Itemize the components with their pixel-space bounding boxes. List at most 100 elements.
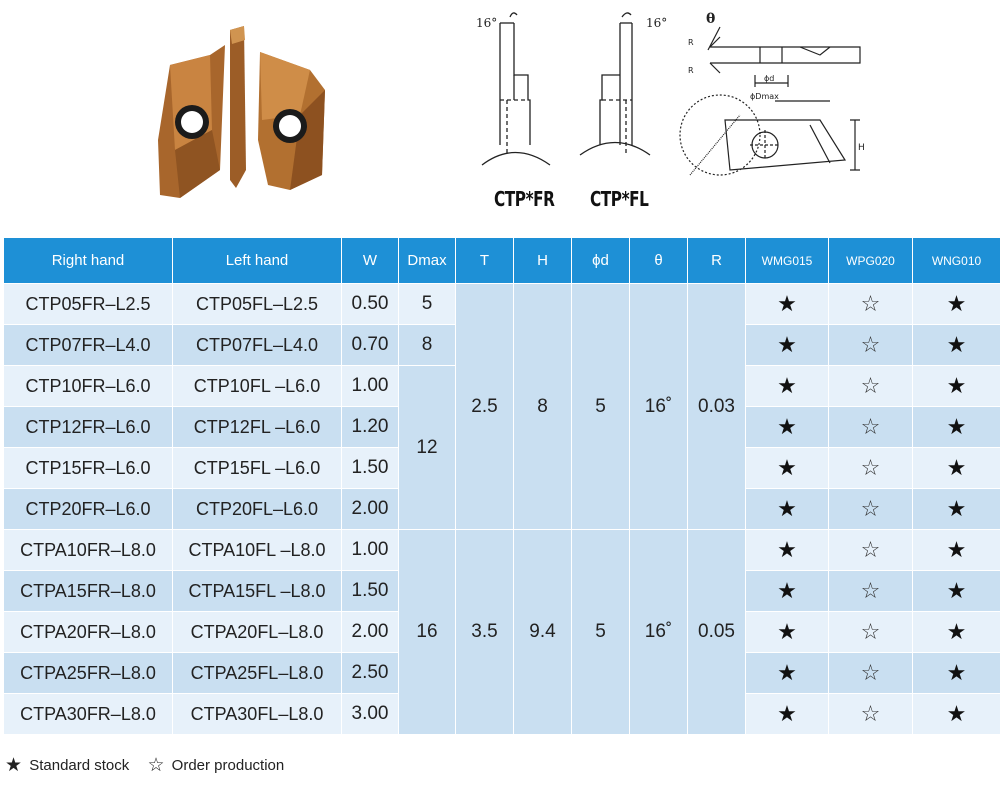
wmg015-stock-cell: ★: [745, 283, 829, 325]
solid-star-icon: ★: [5, 755, 23, 776]
header-left-hand: Left hand: [172, 237, 342, 284]
header-wng010: WNG010: [912, 237, 1001, 284]
phid-cell-group2: 5: [571, 529, 630, 735]
right-hand-cell: CTPA10FR–L8.0: [3, 529, 173, 571]
wng010-stock-cell: ★: [912, 447, 1001, 489]
header-w: W: [341, 237, 399, 284]
left-hand-cell: CTPA20FL–L8.0: [172, 611, 342, 653]
header-wmg015: WMG015: [745, 237, 829, 284]
header-r: R: [687, 237, 746, 284]
h-label: H: [858, 143, 865, 153]
left-hand-cell: CTP12FL –L6.0: [172, 406, 342, 448]
header-phid: ϕd: [571, 237, 630, 284]
caption-left-hand: CTP*FL: [590, 187, 649, 211]
left-hand-cell: CTP10FL –L6.0: [172, 365, 342, 407]
table-row: CTP20FR–L6.0 CTP20FL–L6.0 2.00 ★ ☆ ★: [3, 488, 1001, 530]
header-right-hand: Right hand: [3, 237, 173, 284]
r-cell-group1: 0.03: [687, 283, 746, 530]
side-profile-drawing: 16° 16°: [476, 12, 667, 166]
table-row: CTPA25FR–L8.0 CTPA25FL–L8.0 2.50 ★ ☆ ★: [3, 652, 1001, 694]
t-cell-group2: 3.5: [455, 529, 514, 735]
left-hand-cell: CTPA30FL–L8.0: [172, 693, 342, 735]
h-cell-group2: 9.4: [513, 529, 572, 735]
w-cell: 2.00: [341, 611, 399, 653]
wpg020-stock-cell: ☆: [828, 283, 913, 325]
wng010-stock-cell: ★: [912, 365, 1001, 407]
dmax-cell: 5: [398, 283, 456, 325]
w-cell: 1.00: [341, 365, 399, 407]
legend-standard-label: Standard stock: [29, 757, 130, 774]
wng010-stock-cell: ★: [912, 488, 1001, 530]
table-row: CTPA20FR–L8.0 CTPA20FL–L8.0 2.00 ★ ☆ ★: [3, 611, 1001, 653]
w-cell: 1.00: [341, 529, 399, 571]
wmg015-stock-cell: ★: [745, 693, 829, 735]
header-h: H: [513, 237, 572, 284]
wmg015-stock-cell: ★: [745, 447, 829, 489]
angle-label-left: 16°: [476, 16, 497, 30]
r-label-top: R: [688, 38, 694, 47]
theta-label: θ: [706, 11, 715, 27]
dmax-cell: 8: [398, 324, 456, 366]
header-theta: θ: [629, 237, 688, 284]
spec-table: Right hand Left hand W Dmax T H ϕd θ R W…: [3, 237, 1001, 735]
right-hand-cell: CTP12FR–L6.0: [3, 406, 173, 448]
right-hand-cell: CTPA15FR–L8.0: [3, 570, 173, 612]
right-hand-cell: CTP10FR–L6.0: [3, 365, 173, 407]
top-view-drawing: θ R R ϕd ϕDmax H: [679, 11, 865, 176]
legend-order-production: ☆ Order production: [147, 754, 284, 777]
phi-dmax-label: ϕDmax: [750, 92, 779, 101]
h-cell-group1: 8: [513, 283, 572, 530]
r-cell-group2: 0.05: [687, 529, 746, 735]
wng010-stock-cell: ★: [912, 406, 1001, 448]
wpg020-stock-cell: ☆: [828, 365, 913, 407]
wpg020-stock-cell: ☆: [828, 488, 913, 530]
wpg020-stock-cell: ☆: [828, 652, 913, 694]
theta-cell-group2: 16˚: [629, 529, 688, 735]
wpg020-stock-cell: ☆: [828, 447, 913, 489]
legend-order-label: Order production: [171, 757, 285, 774]
w-cell: 0.70: [341, 324, 399, 366]
left-hand-cell: CTPA25FL–L8.0: [172, 652, 342, 694]
dmax-cell-group: 16: [398, 529, 456, 735]
right-hand-cell: CTP07FR–L4.0: [3, 324, 173, 366]
wmg015-stock-cell: ★: [745, 365, 829, 407]
wpg020-stock-cell: ☆: [828, 406, 913, 448]
phi-d-label: ϕd: [764, 74, 774, 83]
wng010-stock-cell: ★: [912, 283, 1001, 325]
wmg015-stock-cell: ★: [745, 406, 829, 448]
wpg020-stock-cell: ☆: [828, 693, 913, 735]
theta-cell-group1: 16˚: [629, 283, 688, 530]
header-wpg020: WPG020: [828, 237, 913, 284]
wmg015-stock-cell: ★: [745, 652, 829, 694]
wng010-stock-cell: ★: [912, 529, 1001, 571]
header-row: Right hand Left hand W Dmax T H ϕd θ R W…: [3, 237, 1001, 284]
r-label-bottom: R: [688, 66, 694, 75]
table-row: CTP05FR–L2.5 CTP05FL–L2.5 0.50 5 2.5 8 5…: [3, 283, 1001, 530]
w-cell: 1.50: [341, 447, 399, 489]
wng010-stock-cell: ★: [912, 611, 1001, 653]
right-hand-cell: CTPA20FR–L8.0: [3, 611, 173, 653]
dmax-cell-group: 12: [398, 365, 456, 530]
wpg020-stock-cell: ☆: [828, 324, 913, 366]
right-hand-cell: CTP05FR–L2.5: [3, 283, 173, 325]
wpg020-stock-cell: ☆: [828, 611, 913, 653]
w-cell: 2.00: [341, 488, 399, 530]
left-hand-cell: CTPA15FL –L8.0: [172, 570, 342, 612]
left-hand-cell: CTP15FL –L6.0: [172, 447, 342, 489]
table-row: CTP12FR–L6.0 CTP12FL –L6.0 1.20 ★ ☆ ★: [3, 406, 1001, 448]
table-row: CTP15FR–L6.0 CTP15FL –L6.0 1.50 ★ ☆ ★: [3, 447, 1001, 489]
wng010-stock-cell: ★: [912, 693, 1001, 735]
wmg015-stock-cell: ★: [745, 529, 829, 571]
angle-label-right: 16°: [646, 16, 667, 30]
left-hand-cell: CTP07FL–L4.0: [172, 324, 342, 366]
right-hand-cell: CTPA30FR–L8.0: [3, 693, 173, 735]
legend-standard-stock: ★ Standard stock: [5, 754, 129, 777]
left-hand-cell: CTPA10FL –L8.0: [172, 529, 342, 571]
wng010-stock-cell: ★: [912, 324, 1001, 366]
w-cell: 1.50: [341, 570, 399, 612]
w-cell: 3.00: [341, 693, 399, 735]
wmg015-stock-cell: ★: [745, 611, 829, 653]
wmg015-stock-cell: ★: [745, 570, 829, 612]
right-hand-cell: CTP20FR–L6.0: [3, 488, 173, 530]
table-row: CTP07FR–L4.0 CTP07FL–L4.0 0.70 8 ★ ☆ ★: [3, 324, 1001, 366]
